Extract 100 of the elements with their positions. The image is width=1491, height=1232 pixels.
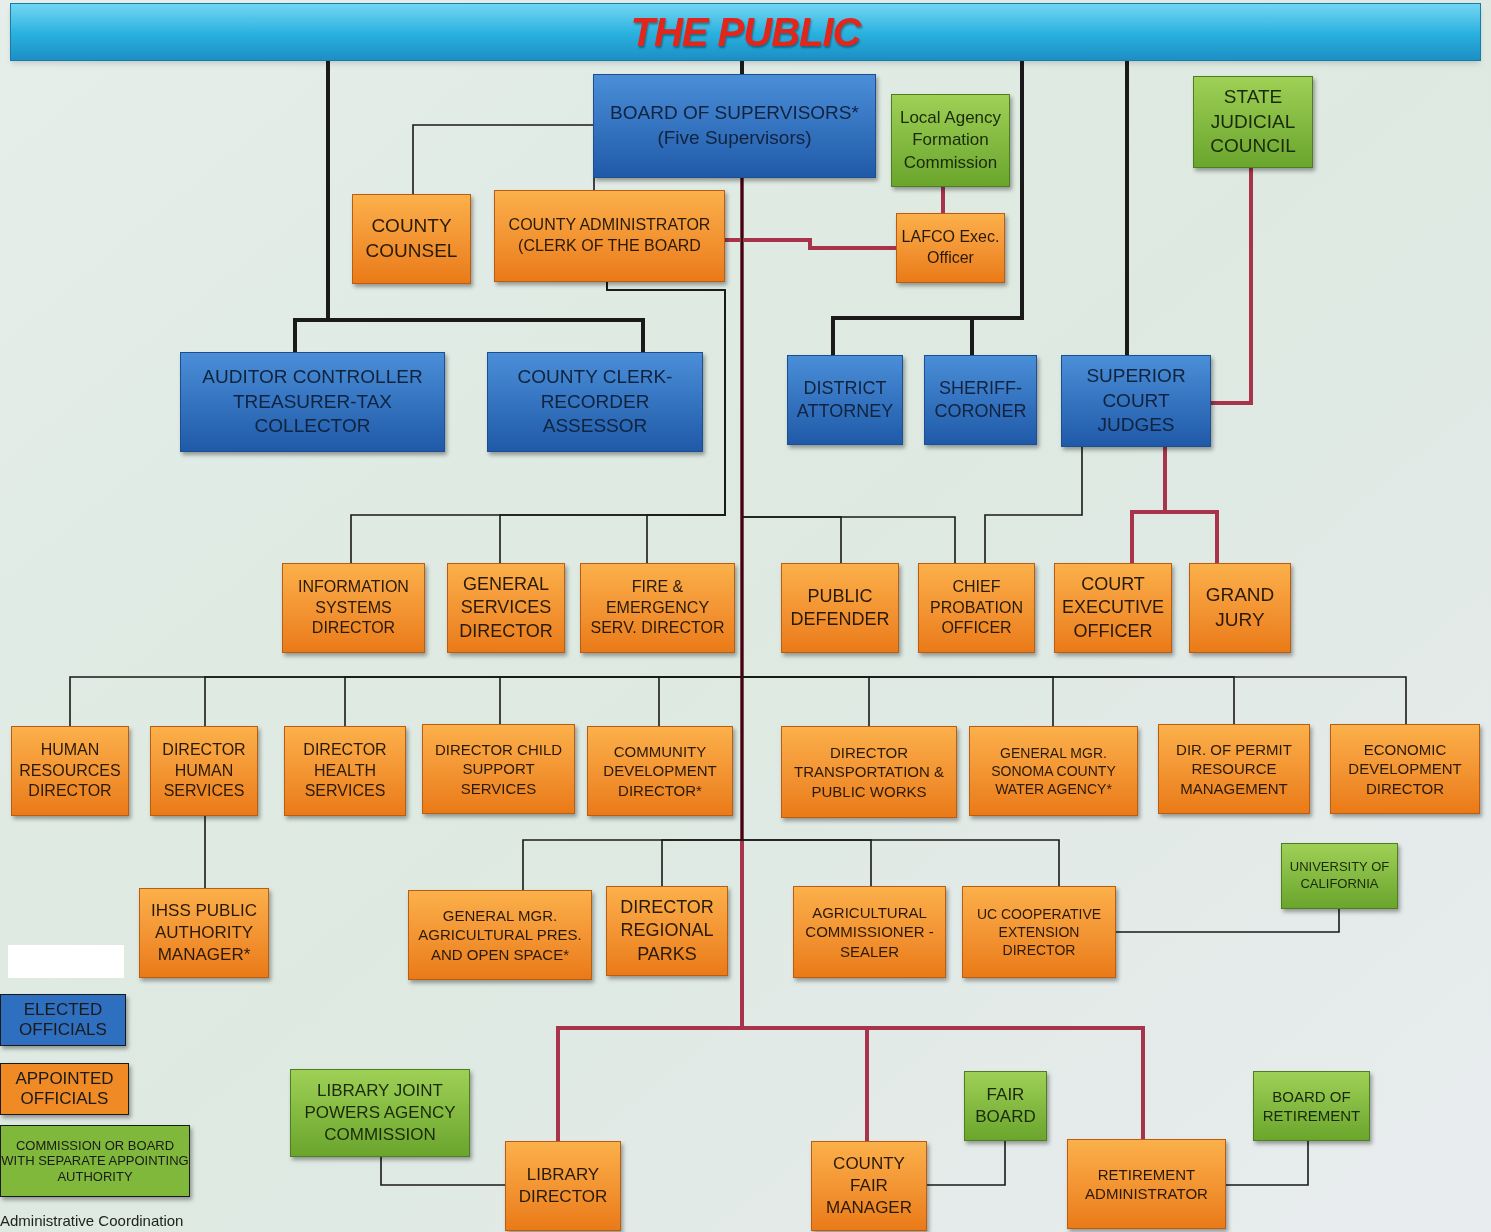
official-title: DIRECTOR TRANSPORTATION & PUBLIC WORKS: [793, 742, 945, 802]
connector-line: [1211, 168, 1253, 405]
official-title: HUMAN RESOURCES DIRECTOR: [18, 739, 122, 802]
banner-title: THE PUBLIC: [630, 9, 861, 56]
official-title: INFORMATION SYSTEMS DIRECTOR: [297, 576, 410, 639]
official-title: (Five Supervisors): [657, 126, 812, 150]
official-title: LIBRARY JOINT POWERS AGENCY COMMISSION: [303, 1079, 457, 1147]
appointed-official-box: [1189, 563, 1291, 653]
appointed-official-box: [606, 886, 728, 976]
connector-line: [740, 61, 744, 74]
elected-official-box: [1061, 355, 1211, 447]
official-title: LAFCO Exec. Officer: [901, 227, 1000, 268]
appointed-official-box: [494, 190, 725, 282]
connector-line: [926, 1140, 1006, 1186]
official-title: DISTRICT ATTORNEY: [795, 376, 895, 423]
official-title: DIRECTOR HUMAN SERVICES: [161, 739, 247, 802]
appointed-official-box: [150, 726, 258, 816]
official-title: SHERIFF-CORONER: [933, 376, 1028, 423]
official-title: IHSS PUBLIC AUTHORITY MANAGER*: [150, 899, 258, 967]
elected-official-box: [487, 352, 703, 452]
elected-official-box: [924, 355, 1037, 445]
appointed-official-box: [587, 726, 733, 816]
official-title: SUPERIOR COURT JUDGES: [1085, 363, 1187, 438]
appointed-official-box: [793, 886, 946, 978]
connector-line: [941, 187, 945, 213]
connector-line: [204, 815, 206, 889]
official-title: GRAND JURY: [1204, 583, 1276, 632]
elected-official-box: [787, 355, 903, 445]
elected-official-box: [593, 74, 876, 178]
connector-line: [593, 177, 595, 191]
connector-line: [412, 124, 594, 195]
appointed-official-box: [408, 890, 592, 980]
official-title: FIRE & EMERGENCY SERV. DIRECTOR: [589, 576, 726, 639]
appointed-official-box: [422, 724, 575, 814]
official-title: AUDITOR CONTROLLER TREASURER-TAX COLLECTOR: [201, 364, 424, 439]
official-title: COUNTY FAIR MANAGER: [825, 1152, 913, 1220]
appointed-official-box: [11, 726, 129, 816]
official-title: COUNTY COUNSEL: [364, 214, 459, 263]
official-title: COMMUNITY DEVELOPMENT DIRECTOR*: [602, 741, 718, 801]
connector-line: [606, 281, 726, 564]
official-title: BOARD OF RETIREMENT: [1261, 1086, 1362, 1126]
connector-line: [380, 1156, 506, 1186]
appointed-official-box: [918, 563, 1035, 653]
official-title: DIRECTOR CHILD SUPPORT SERVICES: [433, 739, 564, 799]
appointed-official-box: [1158, 724, 1310, 814]
official-title: DIRECTOR REGIONAL PARKS: [619, 895, 715, 966]
official-title: LIBRARY DIRECTOR: [517, 1163, 609, 1208]
official-title: CHIEF PROBATION OFFICER: [928, 576, 1024, 639]
official-title: GENERAL SERVICES DIRECTOR: [458, 572, 554, 643]
appointed-official-box: [352, 194, 471, 284]
appointed-official-box: [447, 563, 565, 653]
connector-line: [725, 238, 896, 250]
connector-line: [1163, 447, 1219, 563]
official-title: RETIREMENT ADMINISTRATOR: [1084, 1164, 1209, 1204]
commission-box: [891, 94, 1010, 187]
appointed-official-box: [1054, 563, 1172, 653]
commission-box: [1193, 76, 1313, 168]
official-title: DIR. OF PERMIT RESOURCE MANAGEMENT: [1175, 739, 1293, 799]
appointed-official-box: [1330, 724, 1480, 814]
appointed-official-box: [962, 886, 1116, 978]
appointed-official-box: [1067, 1139, 1226, 1229]
appointed-official-box: [284, 726, 406, 816]
official-title: UC COOPERATIVE EXTENSION DIRECTOR: [975, 904, 1103, 960]
official-title: DIRECTOR HEALTH SERVICES: [302, 739, 388, 802]
appointed-official-box: [969, 726, 1138, 816]
connector-line: [970, 61, 1024, 355]
legend-text: ELECTED OFFICIALS: [18, 999, 108, 1041]
public-banner: [10, 3, 1481, 61]
official-title: UNIVERSITY OF CALIFORNIA: [1288, 859, 1391, 893]
commission-box: [1253, 1071, 1370, 1141]
appointed-official-box: [580, 563, 735, 653]
appointed-official-box: [811, 1141, 927, 1231]
appointed-official-box: [505, 1141, 621, 1231]
commission-box: [964, 1071, 1047, 1141]
official-title: Local Agency Formation Commission: [898, 107, 1003, 174]
elected-official-box: [180, 352, 445, 452]
official-title: PUBLIC DEFENDER: [789, 584, 891, 631]
commission-box: [290, 1069, 470, 1157]
appointed-official-box: [781, 563, 899, 653]
official-title: COURT EXECUTIVE OFFICER: [1061, 572, 1165, 643]
official-title: STATE JUDICIAL COUNCIL: [1209, 84, 1297, 159]
appointed-official-box: [896, 213, 1005, 283]
connector-line: [1125, 61, 1129, 355]
connector-line: [1225, 1140, 1309, 1186]
official-title: COUNTY ADMINISTRATOR (CLERK OF THE BOARD: [507, 215, 712, 256]
official-title: BOARD OF SUPERVISORS*: [610, 101, 859, 126]
appointed-official-box: [139, 888, 269, 978]
legend-text: APPOINTED OFFICIALS: [14, 1068, 115, 1110]
connector-line: [984, 446, 1083, 564]
official-title: ECONOMIC DEVELOPMENT DIRECTOR: [1347, 739, 1463, 799]
appointed-official-box: [282, 563, 425, 653]
appointed-official-box: [781, 726, 957, 818]
official-title: FAIR BOARD: [974, 1083, 1037, 1128]
connector-line: [1115, 908, 1340, 933]
legend-text: COMMISSION OR BOARD WITH SEPARATE APPOINTING AUTHORITY: [1, 1137, 189, 1185]
official-title: GENERAL MGR. SONOMA COUNTY WATER AGENCY*: [990, 743, 1117, 799]
official-title: COUNTY CLERK-RECORDER ASSESSOR: [516, 364, 674, 439]
commission-box: [1281, 843, 1398, 909]
legend-text: Administrative Coordination: [0, 1211, 184, 1231]
official-title: AGRICULTURAL COMMISSIONER - SEALER: [804, 902, 935, 962]
